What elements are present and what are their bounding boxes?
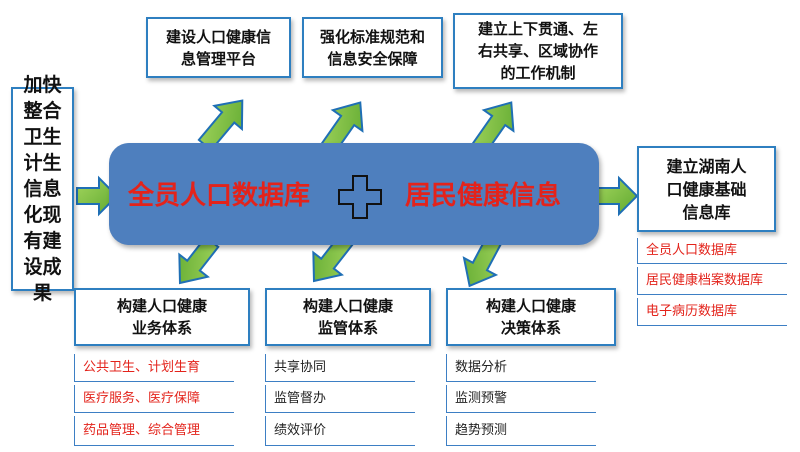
arrow-left-to-hub bbox=[76, 175, 119, 217]
left-box-label: 加快整合卫生计生信息化现有建设成果 bbox=[23, 74, 62, 304]
right-box-title: 建立湖南人 口健康基础 信息库 bbox=[637, 146, 776, 232]
list-item: 全员人口数据库 bbox=[637, 238, 787, 264]
list-item: 监测预警 bbox=[446, 385, 596, 413]
right-box-list: 全员人口数据库 居民健康档案数据库 电子病历数据库 bbox=[637, 232, 787, 328]
bottom-box-supervision-line1: 构建人口健康 bbox=[302, 297, 393, 315]
list-item: 监管督办 bbox=[265, 385, 415, 413]
bottom-box-supervision: 构建人口健康 监管体系 bbox=[265, 288, 431, 346]
list-item: 共享协同 bbox=[265, 354, 415, 382]
top-box-standards-line1: 强化标准规范和 bbox=[319, 27, 425, 46]
list-item: 药品管理、综合管理 bbox=[74, 416, 234, 446]
list-item: 绩效评价 bbox=[265, 416, 415, 446]
bottom-box-decision-line2: 决策体系 bbox=[500, 319, 561, 337]
bottom-box-decision-list: 数据分析 监测预警 趋势预测 bbox=[446, 348, 596, 450]
right-box-line2: 口健康基础 bbox=[666, 179, 747, 199]
list-item: 医疗服务、医疗保障 bbox=[74, 385, 234, 413]
bottom-box-business-list: 公共卫生、计划生育 医疗服务、医疗保障 药品管理、综合管理 bbox=[74, 348, 234, 450]
bottom-box-decision: 构建人口健康 决策体系 bbox=[446, 288, 616, 346]
plus-icon bbox=[338, 175, 382, 219]
bottom-box-decision-line1: 构建人口健康 bbox=[485, 297, 576, 315]
bottom-box-business-line1: 构建人口健康 bbox=[116, 297, 207, 315]
top-box-platform-line2: 息管理平台 bbox=[180, 49, 256, 68]
list-item: 居民健康档案数据库 bbox=[637, 267, 787, 295]
hub-right-label: 居民健康信息 bbox=[405, 181, 562, 211]
left-box: 加快整合卫生计生信息化现有建设成果 bbox=[11, 74, 74, 304]
top-box-mechanism-line3: 的工作机制 bbox=[500, 64, 576, 82]
top-box-platform-line1: 建设人口健康信 bbox=[165, 27, 271, 46]
top-box-standards: 强化标准规范和 信息安全保障 bbox=[302, 17, 443, 78]
top-box-standards-line2: 信息安全保障 bbox=[327, 49, 418, 68]
right-box-line3: 信息库 bbox=[682, 202, 731, 222]
bottom-box-supervision-list: 共享协同 监管督办 绩效评价 bbox=[265, 348, 415, 450]
right-box-line1: 建立湖南人 bbox=[666, 156, 747, 176]
bottom-box-supervision-line2: 监管体系 bbox=[317, 319, 378, 337]
hub-left-label: 全员人口数据库 bbox=[128, 181, 311, 211]
list-item: 电子病历数据库 bbox=[637, 298, 787, 326]
bottom-box-business-line2: 业务体系 bbox=[131, 319, 192, 337]
arrow-hub-to-right-box bbox=[596, 175, 639, 217]
top-box-mechanism: 建立上下贯通、左 右共享、区域协作 的工作机制 bbox=[453, 13, 623, 89]
top-box-mechanism-line1: 建立上下贯通、左 bbox=[477, 20, 598, 38]
list-item: 公共卫生、计划生育 bbox=[74, 354, 234, 382]
list-item: 趋势预测 bbox=[446, 416, 596, 446]
top-box-mechanism-line2: 右共享、区域协作 bbox=[477, 42, 598, 60]
bottom-box-business: 构建人口健康 业务体系 bbox=[74, 288, 250, 346]
top-box-platform: 建设人口健康信 息管理平台 bbox=[146, 17, 291, 78]
list-item: 数据分析 bbox=[446, 354, 596, 382]
